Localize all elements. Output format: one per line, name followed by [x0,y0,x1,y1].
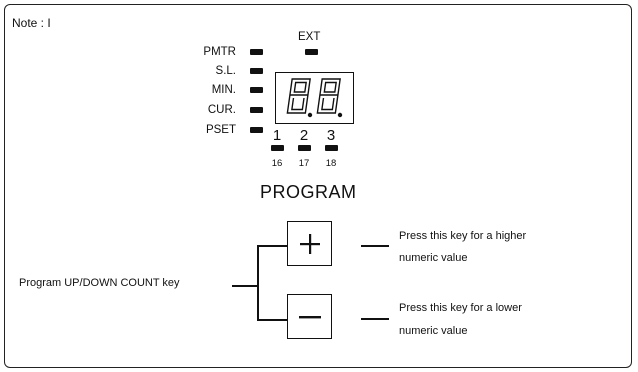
digit-led-2 [298,145,311,151]
bracket-stem-line [232,285,257,287]
program-title: PROGRAM [260,182,357,202]
bracket-bottom-line [257,319,287,321]
down-desc-leader-line [361,318,389,320]
minus-icon [298,315,321,318]
diagram-frame [4,4,632,368]
bracket-top-line [257,245,287,247]
digit-label-3: 3 [326,127,336,144]
indicator-led-pset [250,127,263,133]
seven-segment-display [275,72,354,124]
ext-led [305,49,318,55]
indicator-label-cur: CUR. [207,104,236,116]
sub-number-18: 18 [325,158,337,169]
plus-icon [299,233,320,254]
digit-led-1 [271,145,284,151]
sub-number-16: 16 [271,158,283,169]
digit-label-1: 1 [272,127,282,144]
digit-label-2: 2 [299,127,309,144]
indicator-led-pmtr [250,49,263,55]
up-desc-leader-line [361,245,389,247]
digit-led-3 [325,145,338,151]
bracket-vertical-line [257,245,259,320]
sub-number-17: 17 [298,158,310,169]
indicator-label-min: MIN. [211,84,236,96]
up-desc-line1: Press this key for a higher [399,230,527,242]
indicator-led-sl [250,68,263,74]
down-desc-line1: Press this key for a lower [399,302,522,314]
indicator-led-cur [250,107,263,113]
indicator-label-sl: S.L. [215,65,236,77]
down-count-button[interactable] [287,294,332,339]
indicator-label-pmtr: PMTR [203,46,236,58]
display-digits-icon [286,78,343,118]
count-key-label: Program UP/DOWN COUNT key [19,277,180,289]
indicator-label-pset: PSET [205,124,236,136]
note-label: Note : I [12,16,51,30]
down-desc-line2: numeric value [399,325,468,337]
ext-label: EXT [298,31,321,43]
up-count-button[interactable] [287,221,332,266]
indicator-led-min [250,87,263,93]
up-desc-line2: numeric value [399,252,468,264]
